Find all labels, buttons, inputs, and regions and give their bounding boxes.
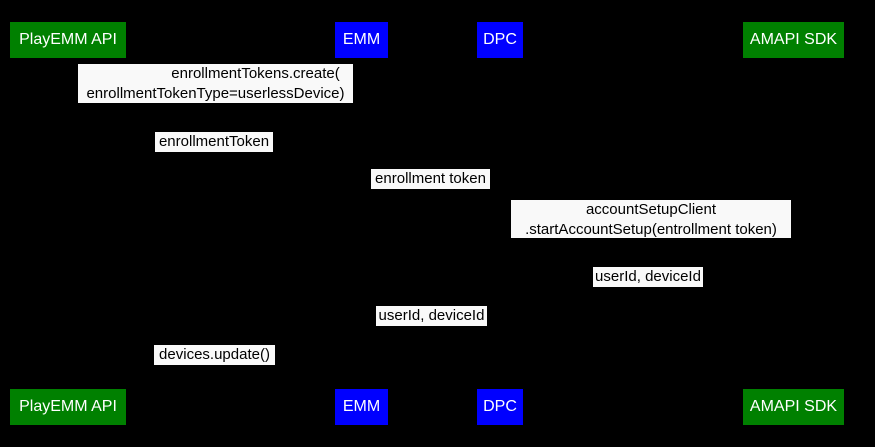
message-line: userId, deviceId — [378, 307, 485, 324]
message-line: enrollmentTokenType=userlessDevice) — [86, 84, 345, 102]
message-devices-update: devices.update() — [154, 345, 275, 365]
message-line: enrollment token — [375, 170, 486, 187]
actor-emm-bottom: EMM — [335, 389, 388, 425]
actor-dpc-top: DPC — [477, 22, 523, 58]
message-userid-deviceid-1: userId, deviceId — [593, 267, 703, 287]
message-line: userId, deviceId — [595, 268, 701, 285]
message-enrollment-tokens-create: enrollmentTokens.create( enrollmentToken… — [78, 64, 353, 103]
message-enrollment-token-return: enrollmentToken — [155, 132, 273, 152]
message-line: .startAccountSetup(entrollment token) — [525, 220, 777, 238]
actor-amapi-sdk-top: AMAPI SDK — [743, 22, 844, 58]
actor-playemm-api-bottom: PlayEMM API — [10, 389, 126, 425]
message-line: devices.update() — [159, 346, 270, 363]
actor-emm-top: EMM — [335, 22, 388, 58]
actor-dpc-bottom: DPC — [477, 389, 523, 425]
message-line: enrollmentTokens.create( — [171, 65, 340, 82]
message-start-account-setup: accountSetupClient .startAccountSetup(en… — [511, 200, 791, 238]
message-enrollment-token: enrollment token — [371, 169, 490, 189]
actor-amapi-sdk-bottom: AMAPI SDK — [743, 389, 844, 425]
message-userid-deviceid-2: userId, deviceId — [376, 306, 487, 326]
actor-playemm-api-top: PlayEMM API — [10, 22, 126, 58]
message-line: accountSetupClient — [585, 201, 717, 218]
message-line: enrollmentToken — [158, 133, 270, 150]
